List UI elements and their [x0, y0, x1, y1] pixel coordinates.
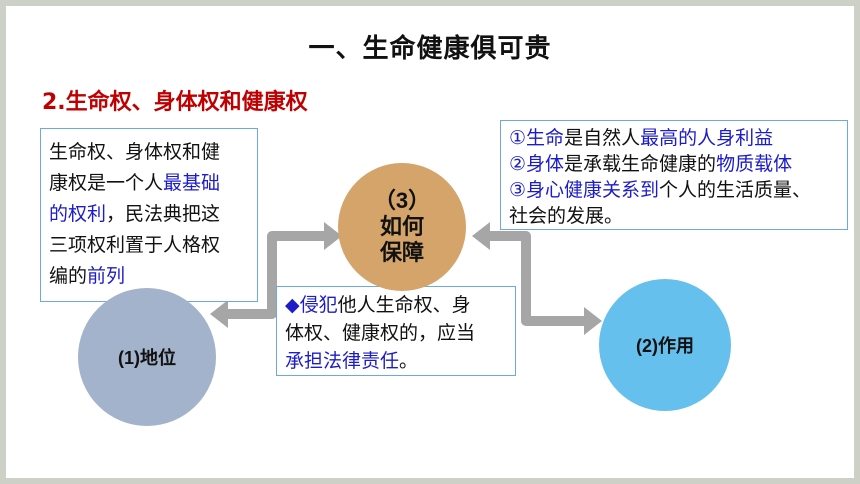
left-circle-label: (1)地位: [118, 348, 176, 368]
highlight-text: 生命: [526, 127, 565, 149]
center-circle: （3） 如何 保障: [338, 163, 466, 291]
center-circle-line1: （3）: [373, 188, 431, 213]
right-box-line: ③身心健康关系到个人的生活质量、: [509, 177, 841, 203]
middle-text-box: ◆侵犯他人生命权、身体权、健康权的，应当承担法律责任。: [276, 286, 516, 376]
left-arrow-head-bottom: [210, 300, 228, 328]
highlight-text: ③身心健康关系到: [509, 179, 660, 201]
middle-box-line: ◆侵犯他人生命权、身: [285, 291, 509, 319]
left-circle: (1)地位: [78, 288, 216, 426]
highlight-text: 承担法律责任: [285, 350, 400, 372]
right-box-line: ②身体是承载生命健康的物质载体: [509, 151, 841, 177]
highlight-text: ①: [509, 127, 527, 149]
middle-box-line: 承担法律责任。: [285, 347, 509, 375]
body-text: 社会的发展。: [509, 205, 624, 227]
left-box-line: 康权是一个人最基础: [49, 168, 251, 199]
highlight-text: 物质载体: [716, 153, 793, 175]
highlight-text: 最基础: [163, 172, 221, 194]
center-circle-line2: 如何: [379, 214, 424, 239]
body-text: 。: [399, 350, 419, 372]
right-connector-arrow: [490, 231, 586, 326]
left-box-line: 编的前列: [49, 261, 251, 292]
body-text: 体权、健康权的，应当: [285, 322, 476, 344]
left-box-line: 三项权利置于人格权: [49, 230, 251, 261]
slide-title: 一、生命健康俱可贵: [308, 34, 552, 64]
highlight-text: 的权利: [49, 203, 107, 225]
right-circle-label: (2)作用: [636, 336, 694, 356]
body-text: 康权是一个人: [49, 172, 164, 194]
body-text: ，民法典把这: [106, 203, 221, 225]
left-connector-arrow: [224, 231, 324, 319]
highlight-text: ②身体: [509, 153, 565, 175]
flow-arrows: [210, 222, 602, 335]
highlight-text: 最高的人身利益: [640, 127, 774, 149]
left-box-line: 生命权、身体权和健: [49, 137, 251, 168]
body-text: 个人的生活质量、: [659, 179, 812, 201]
right-circle: (2)作用: [599, 279, 731, 411]
left-text-box: 生命权、身体权和健康权是一个人最基础的权利，民法典把这三项权利置于人格权编的前列: [40, 128, 258, 302]
body-text: 他人生命权、身: [337, 294, 471, 316]
section-subtitle: 2.生命权、身体权和健康权: [42, 90, 308, 115]
highlight-text: ◆侵犯: [285, 294, 338, 316]
highlight-text: 前列: [87, 265, 126, 287]
body-text: 是自然人: [564, 127, 641, 149]
middle-box-line: 体权、健康权的，应当: [285, 319, 509, 347]
right-box-line: ①生命是自然人最高的人身利益: [509, 125, 841, 151]
left-arrow-head-top: [324, 222, 342, 250]
body-text: 是承载生命健康的: [564, 153, 717, 175]
body-text: 编的: [49, 265, 88, 287]
right-box-line: 社会的发展。: [509, 203, 841, 229]
left-box-line: 的权利，民法典把这: [49, 199, 251, 230]
body-text: 生命权、身体权和健: [49, 141, 221, 163]
right-arrow-head-top: [472, 222, 490, 250]
right-arrow-head-bottom: [584, 307, 602, 335]
center-circle-line3: 保障: [379, 240, 424, 265]
slide: 一、生命健康俱可贵 2.生命权、身体权和健康权 生命权、身体权和健康权是一个人最…: [6, 6, 854, 478]
body-text: 三项权利置于人格权: [49, 234, 221, 256]
